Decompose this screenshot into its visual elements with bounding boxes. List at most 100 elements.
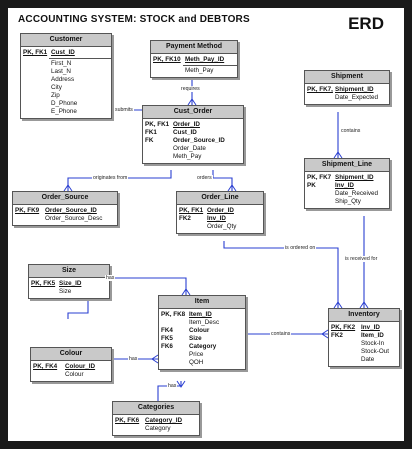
entity-key: PK, FK1: [145, 121, 170, 128]
entity-attr: Date_Received: [335, 190, 379, 197]
entity-attr: Cust_ID: [173, 129, 197, 136]
entity-key: FK2: [179, 215, 191, 222]
entity-attr: Category_ID: [145, 417, 183, 424]
entity-inventory: Inventory PK, FK2 FK2 Inv_ID Item_ID Sto…: [328, 308, 400, 367]
entity-attr: Order_ID: [173, 121, 200, 128]
entity-attr: Meth_Pay_ID: [185, 56, 225, 63]
relationship-label: orders: [196, 175, 213, 181]
entity-payment-method: Payment Method PK, FK10 Meth_Pay_ID Meth…: [150, 40, 238, 78]
entity-categories: Categories PK, FK6 Category_ID Category: [112, 401, 200, 436]
entity-item: Item PK, FK8 FK4 FK5 FK6 Item_ID Item_De…: [158, 295, 246, 370]
entity-title: Customer: [21, 34, 111, 47]
entity-attr: Order_Qty: [207, 223, 237, 230]
entity-attr: Item_Desc: [189, 319, 220, 326]
entity-attr: Order_Source_Desc: [45, 215, 103, 222]
entity-attr: Size_ID: [59, 280, 82, 287]
entity-attr: Last_N: [51, 68, 71, 75]
entity-key: PK, FK10: [153, 56, 181, 63]
entity-attr: Size: [189, 335, 202, 342]
entity-title: Payment Method: [151, 41, 237, 54]
entity-order-line: Order_Line PK, FK1 FK2 Order_ID Inv_ID O…: [176, 191, 264, 234]
entity-key: PK, FK5: [31, 280, 56, 287]
entity-shipment-line: Shipment_Line PK, FK7 PK Shipment_ID Inv…: [304, 158, 390, 209]
entity-attr: Stock-Out: [361, 348, 389, 355]
entity-shipment: Shipment PK, FK7, Shipment_ID Date_Expec…: [304, 70, 390, 105]
relationship-label: originates from: [92, 175, 129, 181]
entity-attr: Shipment_ID: [335, 174, 374, 181]
entity-key: FK2: [331, 332, 343, 339]
entity-attr: Shipment_ID: [335, 86, 374, 93]
entity-key: PK, FK1: [179, 207, 204, 214]
relationship-label: is ordered on: [284, 245, 317, 251]
entity-attr: Ship_Qty: [335, 198, 361, 205]
entity-attr: Address: [51, 76, 75, 83]
entity-attr: City: [51, 84, 62, 91]
entity-customer: Customer PK, FK1 Cust_ID First_N Last_N …: [20, 33, 112, 119]
entity-title: Shipment: [305, 71, 389, 84]
entity-attr: Cust_ID: [51, 49, 75, 56]
relationship-label: submits: [114, 107, 134, 113]
entity-attr: Order_ID: [207, 207, 234, 214]
relationship-label: has: [167, 383, 178, 389]
relationship-label: has: [128, 356, 139, 362]
entity-key: PK, FK7: [307, 174, 332, 181]
relationship-label: is received for: [344, 256, 379, 262]
relationship-label: has: [105, 275, 116, 281]
entity-title: Cust_Order: [143, 106, 243, 119]
entity-attr: Item_ID: [361, 332, 384, 339]
entity-attr: Order_Date: [173, 145, 206, 152]
relationship-label: contains: [270, 331, 292, 337]
relationship-label: requires: [180, 86, 201, 92]
entity-order-source: Order_Source PK, FK9 Order_Source_ID Ord…: [12, 191, 118, 226]
diagram-canvas: ACCOUNTING SYSTEM: STOCK and DEBTORS ERD…: [8, 8, 404, 441]
entity-attr: First_N: [51, 60, 72, 67]
entity-key: FK6: [161, 343, 173, 350]
entity-attr: Colour: [189, 327, 210, 334]
entity-key: PK, FK6: [115, 417, 140, 424]
entity-key: FK4: [161, 327, 173, 334]
entity-attr: Item_ID: [189, 311, 212, 318]
entity-title: Colour: [31, 348, 111, 361]
entity-attr: Order_Source_ID: [45, 207, 97, 214]
entity-key: PK, FK8: [161, 311, 186, 318]
entity-attr: Size: [59, 288, 72, 295]
entity-key: PK, FK4: [33, 363, 58, 370]
entity-attr: Category: [189, 343, 217, 350]
entity-key: FK1: [145, 129, 157, 136]
entity-key: PK, FK7,: [307, 86, 333, 93]
entity-key: PK, FK2: [331, 324, 356, 331]
entity-attr: Colour: [65, 371, 84, 378]
entity-attr: Meth_Pay: [185, 67, 214, 74]
entity-cust-order: Cust_Order PK, FK1 FK1 FK Order_ID Cust_…: [142, 105, 244, 164]
relationship-label: contains: [340, 128, 362, 134]
entity-attr: Category: [145, 425, 171, 432]
entity-title: Size: [29, 265, 109, 278]
entity-attr: Date: [361, 356, 375, 363]
entity-attr: Zip: [51, 92, 60, 99]
entity-attr: Date_Expected: [335, 94, 379, 101]
entity-attr: Colour_ID: [65, 363, 96, 370]
entity-size: Size PK, FK5 Size_ID Size: [28, 264, 110, 299]
entity-title: Categories: [113, 402, 199, 415]
entity-title: Item: [159, 296, 245, 309]
entity-attr: Inv_ID: [361, 324, 380, 331]
diagram-title: ACCOUNTING SYSTEM: STOCK and DEBTORS: [18, 14, 250, 25]
entity-attr: QOH: [189, 359, 204, 366]
entity-key: PK: [307, 182, 316, 189]
entity-attr: Price: [189, 351, 204, 358]
entity-attr: D_Phone: [51, 100, 78, 107]
entity-attr: Stock-In: [361, 340, 385, 347]
entity-title: Order_Source: [13, 192, 117, 205]
entity-key: PK, FK9: [15, 207, 40, 214]
erd-label: ERD: [348, 14, 384, 33]
entity-key: FK: [145, 137, 154, 144]
entity-title: Order_Line: [177, 192, 263, 205]
entity-attr: E_Phone: [51, 108, 77, 115]
entity-key: PK, FK1: [23, 49, 48, 56]
entity-attr: Inv_ID: [335, 182, 354, 189]
entity-title: Shipment_Line: [305, 159, 389, 172]
entity-attr: Meth_Pay: [173, 153, 202, 160]
entity-key: FK5: [161, 335, 173, 342]
entity-attr: Order_Source_ID: [173, 137, 225, 144]
entity-attr: Inv_ID: [207, 215, 226, 222]
